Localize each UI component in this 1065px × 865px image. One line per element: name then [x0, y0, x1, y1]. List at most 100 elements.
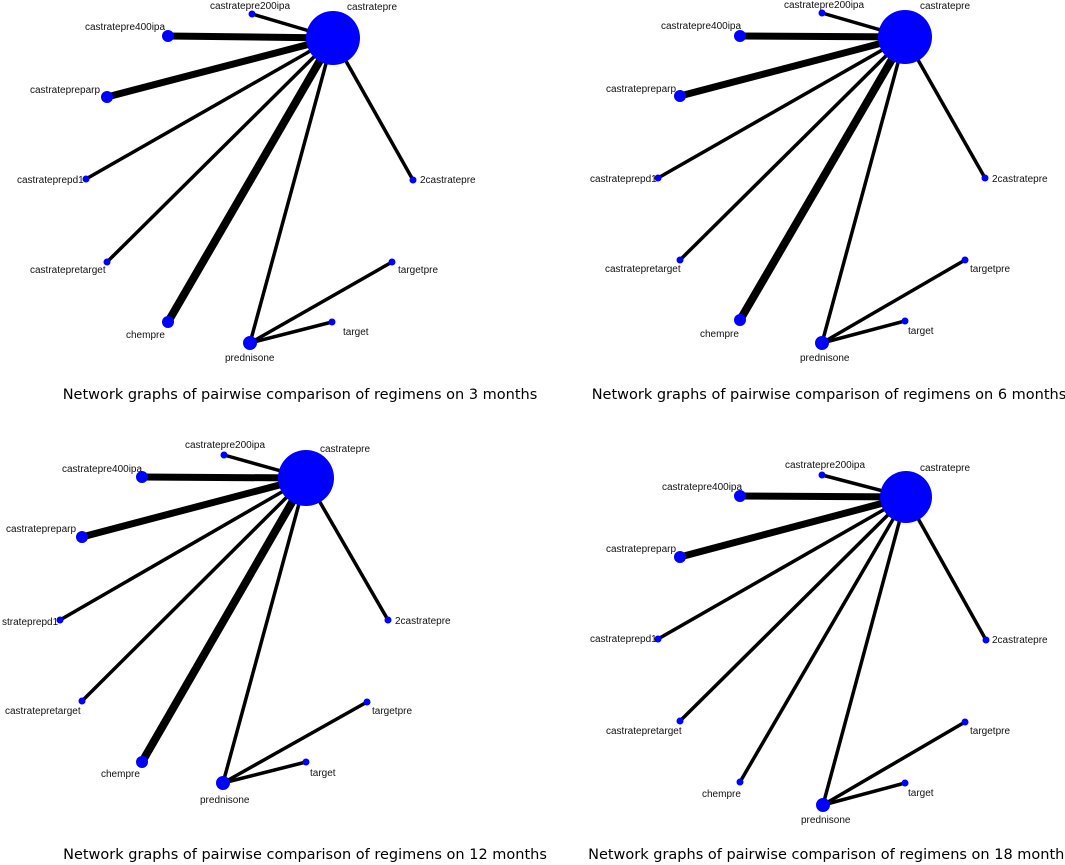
edge-castratepre-prednisone [821, 496, 908, 806]
node-label-2castratepre: 2castratepre [992, 635, 1048, 646]
edge-castratepre-castratepretarget [678, 35, 907, 262]
node-label-castratepretarget: castratepretarget [605, 264, 681, 275]
node-label-castratepretarget: castratepretarget [606, 726, 682, 737]
node-prednisone [816, 798, 830, 812]
node-label-prednisone: prednisone [801, 815, 851, 826]
edge-castratepre-prednisone [221, 477, 308, 784]
node-label-castratepre400ipa: castratepre400ipa [62, 464, 142, 475]
node-2castratepre [384, 616, 392, 624]
edge-castratepre-2castratepre [904, 496, 988, 641]
node-label-castratepre200ipa: castratepre200ipa [784, 0, 864, 11]
node-prednisone [216, 776, 230, 790]
edge-castratepre-chempre [738, 496, 908, 783]
node-castratepre400ipa [136, 471, 148, 483]
node-castratepretarget [676, 256, 684, 264]
node-label-castratepreparp: castratepreparp [6, 524, 76, 535]
node-label-target: target [343, 327, 369, 338]
edge-castratepre-castrateprepd1 [657, 35, 906, 180]
node-label-castratepre: castratepre [920, 1, 970, 12]
edge-castratepre-castratepretarget [80, 476, 308, 703]
node-castratepreparp [76, 531, 88, 543]
node-castratepretarget [676, 717, 684, 725]
node-label-castratepre: castratepre [920, 463, 970, 474]
node-castrateprepd1 [654, 635, 662, 643]
node-label-targetpre: targetpre [372, 706, 412, 717]
node-castratepreparp [674, 90, 686, 102]
node-label-chempre: chempre [702, 789, 741, 800]
network-panel-3: castratepre castratepre200ipa castratepre4… [2, 440, 547, 863]
node-label-castrateprepd1: strateprepd1 [2, 617, 59, 628]
node-target [302, 758, 310, 766]
node-label-prednisone: prednisone [200, 795, 250, 806]
node-label-castratepreparp: castratepreparp [606, 544, 676, 555]
node-label-castratepre200ipa: castratepre200ipa [210, 1, 290, 12]
node-label-target: target [908, 788, 934, 799]
node-label-castratepre400ipa: castratepre400ipa [662, 482, 742, 493]
node-label-castratepre400ipa: castratepre400ipa [661, 21, 741, 32]
edge-prednisone-targetpre [821, 258, 966, 345]
node-label-castratepre: castratepre [320, 444, 370, 455]
panel-caption: Network graphs of pairwise comparison of… [63, 387, 538, 403]
edge-castratepre-2castratepre [903, 36, 987, 179]
edge-castratepre-chempre [736, 34, 909, 323]
node-2castratepre [982, 636, 990, 644]
panel-caption: Network graphs of pairwise comparison of… [592, 387, 1065, 403]
edge-prednisone-targetpre [249, 260, 393, 345]
edge-castratepre-castratepreparp [679, 33, 906, 100]
node-castratepre200ipa [248, 10, 256, 18]
node-castratepre200ipa [818, 9, 826, 17]
node-label-castratepre200ipa: castratepre200ipa [785, 460, 865, 471]
edge-prednisone-targetpre [222, 700, 368, 785]
edge-castratepre-castratepreparp [81, 474, 307, 541]
node-label-castratepre200ipa: castratepre200ipa [185, 440, 265, 451]
node-castratepreparp [101, 91, 113, 103]
node-targetpre [388, 258, 396, 266]
node-label-targetpre: targetpre [970, 264, 1010, 275]
node-castratepretarget [78, 697, 86, 705]
node-castratepre200ipa [220, 451, 228, 459]
edge-castratepre-castratepreparp [679, 493, 907, 561]
node-label-chempre: chempre [700, 329, 739, 340]
node-target [328, 318, 336, 326]
node-label-castratepre400ipa: castratepre400ipa [85, 22, 165, 33]
edge-castratepre-castrateprepd1 [657, 495, 907, 641]
edge-castratepre-castratepretarget [105, 36, 335, 264]
node-targetpre [363, 698, 371, 706]
node-label-targetpre: targetpre [398, 265, 438, 276]
node-label-castratepre: castratepre [347, 2, 397, 13]
network-panel-4: castratepre castratepre200ipa castratepre4… [588, 460, 1065, 863]
node-castratepre [278, 450, 334, 506]
edge-castratepre-prednisone [820, 36, 907, 344]
node-prednisone [243, 336, 257, 350]
node-label-castratepreparp: castratepreparp [30, 85, 100, 96]
panel-caption: Network graphs of pairwise comparison of… [588, 847, 1065, 863]
node-castratepreparp [674, 551, 686, 563]
node-label-target: target [908, 326, 934, 337]
node-castratepre400ipa [162, 30, 174, 42]
node-castrateprepd1 [56, 616, 64, 624]
node-castratepre [880, 471, 932, 523]
edge-prednisone-target [822, 781, 906, 807]
node-targetpre [961, 718, 969, 726]
edge-castratepre-castratepre400ipa [167, 32, 334, 42]
edge-castratepre-castratepre400ipa [739, 32, 906, 41]
node-label-targetpre: targetpre [970, 726, 1010, 737]
edge-castratepre-chempre [138, 475, 310, 765]
node-prednisone [815, 336, 829, 350]
node-castrateprepd1 [654, 174, 662, 182]
node-2castratepre [409, 176, 417, 184]
panel-caption: Network graphs of pairwise comparison of… [63, 847, 547, 863]
node-label-chempre: chempre [126, 330, 165, 341]
node-2castratepre [981, 174, 989, 182]
node-target [901, 317, 909, 325]
node-label-2castratepre: 2castratepre [395, 616, 451, 627]
node-label-prednisone: prednisone [800, 353, 850, 364]
node-castratepre400ipa [734, 30, 746, 42]
node-label-castratepreparp: castratepreparp [606, 84, 676, 95]
node-label-2castratepre: 2castratepre [992, 174, 1048, 185]
node-castratepretarget [103, 258, 111, 266]
node-label-castratepretarget: castratepretarget [30, 265, 106, 276]
node-label-2castratepre: 2castratepre [420, 175, 476, 186]
